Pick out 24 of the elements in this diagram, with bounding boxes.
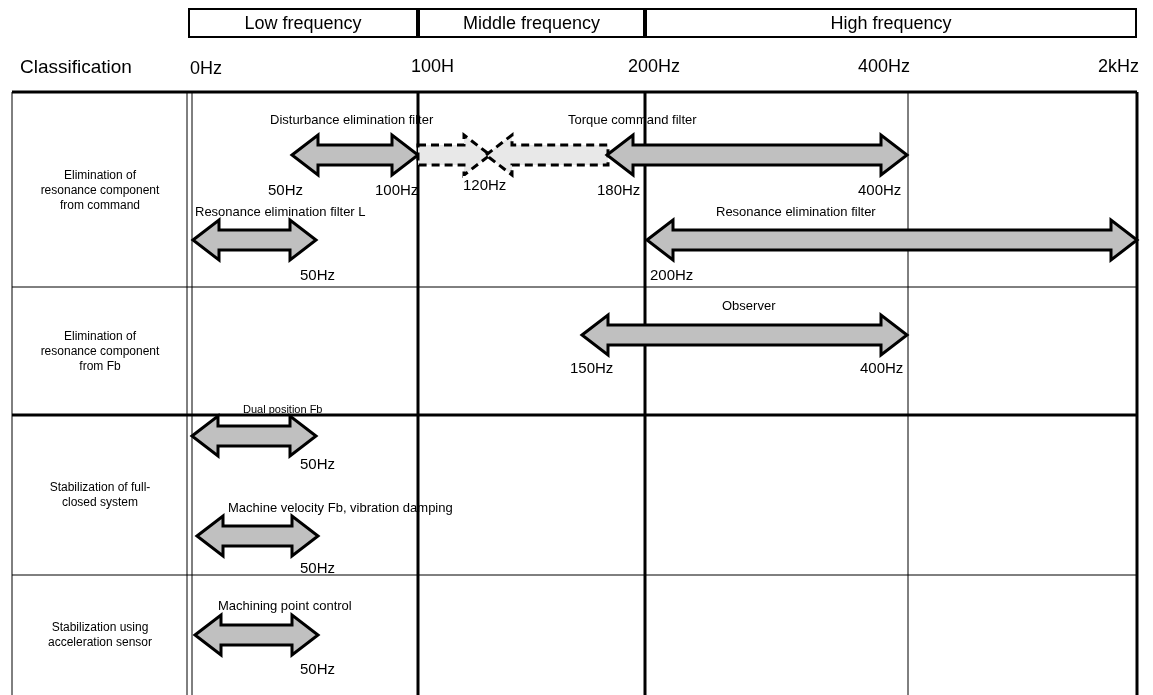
frequency-label: 50Hz [300, 559, 336, 576]
frequency-band-header: Middle frequency [418, 8, 645, 38]
frequency-band-header: High frequency [645, 8, 1137, 38]
arrow-title: Resonance elimination filter [716, 204, 876, 219]
arrow-title: Resonance elimination filter L [195, 204, 366, 219]
frequency-label: 120Hz [463, 176, 507, 193]
frequency-label: 400Hz [858, 181, 902, 198]
frequency-label: 400Hz [860, 359, 904, 376]
arrow-title: Observer [722, 298, 776, 313]
frequency-label: 180Hz [597, 181, 641, 198]
row-header-text: Elimination of resonance component from Fb [40, 328, 160, 374]
frequency-label: 50Hz [268, 181, 304, 198]
frequency-label: 50Hz [300, 455, 336, 472]
frequency-label: 200Hz [650, 266, 694, 283]
row-header-text: Stabilization of full-closed system [48, 480, 152, 510]
arrow-title: Dual position Fb [243, 403, 323, 416]
frequency-label: 150Hz [570, 359, 614, 376]
row-header-text: Elimination of resonance component from command [40, 167, 160, 213]
frequency-label: 50Hz [300, 266, 336, 283]
frequency-band-header: Low frequency [188, 8, 418, 38]
row-header-text: Stabilization using acceleration sensor [46, 620, 154, 650]
frequency-label: 50Hz [300, 660, 336, 677]
arrow-title: Machining point control [218, 598, 352, 613]
frequency-label: 100Hz [375, 181, 419, 198]
